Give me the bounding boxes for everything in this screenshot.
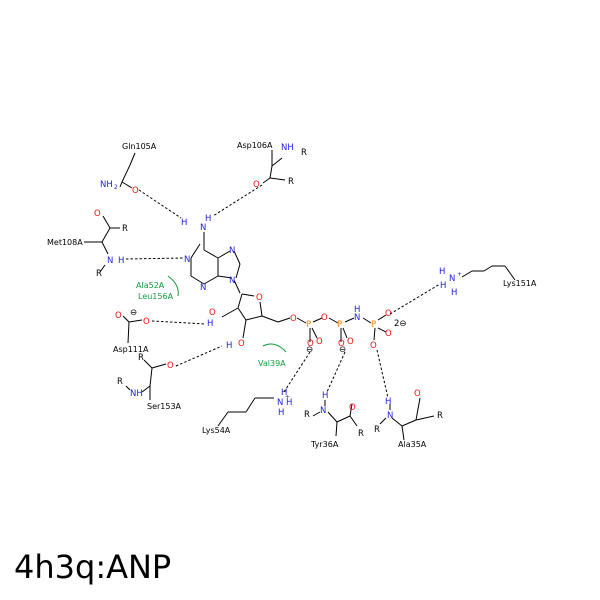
- asp111-o-2: O: [143, 317, 150, 327]
- lys151-n: N: [449, 274, 455, 284]
- residue-ala35: [379, 397, 435, 441]
- tyr36-label: Tyr36A: [310, 440, 339, 449]
- met108-label: Met108A: [47, 238, 83, 247]
- phosphate-p-alpha: P: [306, 320, 311, 330]
- ala35-r-2: R: [437, 411, 443, 421]
- ala35-r-1: R: [374, 425, 380, 435]
- gln105-o: O: [132, 186, 139, 196]
- met108-nh-h: H: [118, 256, 124, 266]
- ribose-2-oh-h: H: [207, 319, 213, 329]
- phosphate-alpha-charge: ⊖: [306, 345, 313, 355]
- asp106-label: Asp106A: [237, 141, 273, 150]
- tyr36-n: N: [320, 406, 326, 416]
- phosphate-nh-h: H: [354, 305, 360, 315]
- phosphate-alpha-o-2: O: [316, 337, 323, 347]
- lys54-n: N: [277, 398, 283, 408]
- amine-h-left: H: [181, 218, 187, 228]
- adenine-n3: N: [200, 283, 206, 293]
- asp111-charge: ⊖: [130, 308, 137, 318]
- met108-r-1: R: [122, 224, 128, 234]
- ala35-o: O: [414, 389, 421, 399]
- ala35-h: H: [385, 397, 391, 407]
- adenine-n1: N: [184, 255, 190, 265]
- ribose-o5: O: [290, 314, 297, 324]
- ser153-r-2: R: [117, 377, 123, 387]
- lys151-label: Lys151A: [503, 279, 537, 288]
- asp106-nh: NH: [281, 143, 294, 153]
- ala52-leu156-contact-arc: [167, 275, 179, 297]
- tyr36-h: H: [322, 391, 328, 401]
- lys54-label: Lys54A: [202, 426, 231, 435]
- val39-contact-arc: [262, 343, 287, 353]
- residue-asp106: [262, 150, 286, 184]
- figure-caption: 4h3q:ANP: [14, 548, 172, 586]
- residue-ser153: [125, 359, 167, 400]
- phosphate-gamma-charge: 2⊖: [394, 319, 407, 329]
- lys54-charge: +: [285, 394, 290, 401]
- met108-nh: N: [107, 256, 113, 266]
- residue-lys151: [461, 265, 516, 281]
- tyr36-o: O: [349, 403, 356, 413]
- ala52-label: Ala52A: [136, 281, 165, 290]
- lys151-h-left: H: [440, 281, 446, 291]
- adenine-ring: [190, 232, 241, 294]
- met108-r-2: R: [96, 269, 102, 279]
- hydrogen-bonds: [125, 184, 441, 399]
- residue-met108: [84, 215, 120, 273]
- phosphate-beta-o-2: O: [347, 337, 354, 347]
- adenine-n-amine: N: [200, 223, 206, 233]
- ala35-label: Ala35A: [398, 440, 427, 449]
- adenine-n9: N: [229, 276, 235, 286]
- adenine-n7: N: [229, 246, 235, 256]
- asp106-o: O: [253, 180, 260, 190]
- ser153-nh: NH: [130, 389, 143, 399]
- ser153-o: O: [167, 361, 174, 371]
- tyr36-r-2: R: [358, 429, 364, 439]
- residue-asp111: [122, 315, 143, 344]
- lys151-charge: +: [457, 271, 462, 278]
- phosphate-p-beta: P: [337, 320, 342, 330]
- val39-label: Val39A: [258, 359, 286, 368]
- phosphate-gamma-o-3: O: [370, 341, 377, 351]
- ala35-n: N: [387, 411, 393, 421]
- ribose-ring: [221, 293, 291, 339]
- ribose-3-oh-h: H: [226, 341, 232, 351]
- phosphate-gamma-o-1: O: [385, 309, 392, 319]
- phosphate-beta-o-1: O: [338, 339, 345, 349]
- ser153-label: Ser153A: [147, 402, 182, 411]
- phosphate-gamma-o-2: O: [385, 329, 392, 339]
- asp106-r-1: R: [301, 148, 307, 158]
- gln105-nh2: NH: [100, 180, 113, 190]
- ser153-r-1: R: [138, 353, 144, 363]
- asp106-r-2: R: [288, 177, 294, 187]
- ribose-3-o: O: [238, 339, 245, 349]
- phosphate-o-bridge-1: O: [321, 313, 328, 323]
- asp111-o-1: O: [115, 311, 122, 321]
- residue-tyr36: [312, 400, 358, 437]
- ribose-o-ring: O: [256, 293, 263, 303]
- residue-gln105: [119, 152, 136, 189]
- phosphate-chain: [296, 314, 387, 342]
- ribose-2-oh: O: [209, 308, 216, 318]
- lys151-h-top: H: [439, 267, 445, 277]
- gln105-nh2-sub: 2: [114, 184, 118, 191]
- lys54-h-top: H: [281, 388, 287, 398]
- leu156-label: Leu156A: [138, 292, 174, 301]
- gln105-label: Gln105A: [122, 142, 157, 151]
- lys54-h-right: H: [286, 398, 292, 408]
- asp111-label: Asp111A: [113, 345, 149, 354]
- phosphate-beta-charge: ⊖: [339, 345, 346, 355]
- lys151-h-bottom: H: [451, 288, 457, 298]
- phosphate-alpha-o-1: O: [307, 339, 314, 349]
- residue-lys54: [217, 397, 274, 427]
- met108-o: O: [94, 209, 101, 219]
- phosphate-p-gamma: P: [371, 320, 376, 330]
- phosphate-n-bridge: N: [354, 313, 360, 323]
- lys54-h-bottom: H: [278, 408, 284, 418]
- amine-h-right: H: [205, 214, 211, 224]
- tyr36-r-1: R: [304, 410, 310, 420]
